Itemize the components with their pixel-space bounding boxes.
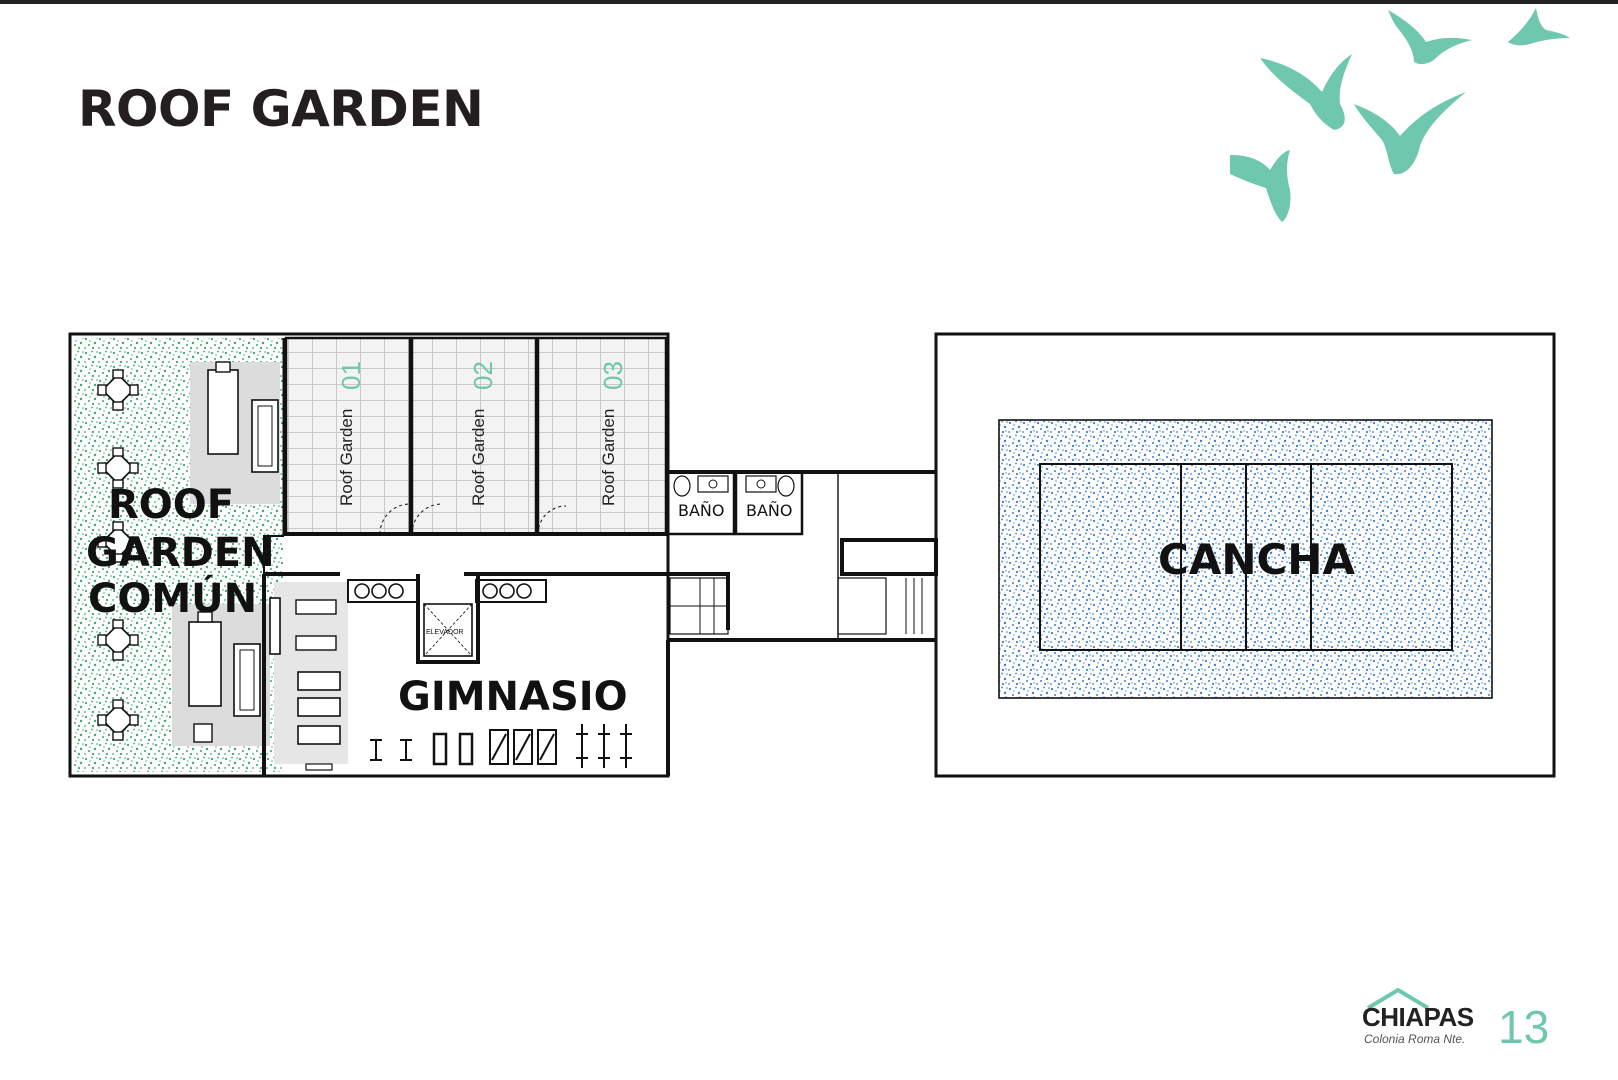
label-elevador: ELEVADOR	[426, 629, 464, 636]
right-building	[934, 332, 1556, 778]
number-roof-garden-03: 03	[598, 361, 628, 390]
left-building	[68, 332, 938, 778]
bird-4	[1388, 10, 1472, 65]
house-roof-icon	[1366, 988, 1430, 1010]
birds-illustration	[1230, 8, 1570, 222]
label-roof-garden-02: Roof Garden	[469, 409, 488, 506]
label-roof-garden-comun-line3: COMÚN	[88, 574, 257, 622]
brand-subtitle: Colonia Roma Nte.	[1364, 1032, 1466, 1046]
bird-2	[1230, 150, 1291, 222]
number-roof-garden-01: 01	[336, 361, 366, 390]
top-border	[0, 0, 1618, 4]
label-cancha: CANCHA	[1158, 535, 1355, 584]
number-roof-garden-02: 02	[468, 361, 498, 390]
label-bano-1: BAÑO	[678, 501, 724, 520]
page-number: 13	[1498, 1001, 1550, 1053]
brand-logo: CHIAPAS Colonia Roma Nte. 13	[1362, 988, 1552, 1058]
label-bano-2: BAÑO	[746, 501, 792, 520]
bird-1	[1260, 54, 1352, 130]
page-title: ROOF GARDEN	[78, 80, 484, 138]
label-roof-garden-01: Roof Garden	[337, 409, 356, 506]
label-roof-garden-comun-line2: GARDEN	[86, 530, 275, 576]
gym-equipment	[370, 724, 632, 768]
brand-name: CHIAPAS	[1362, 1002, 1474, 1032]
bird-3	[1354, 92, 1466, 175]
label-roof-garden-03: Roof Garden	[599, 409, 618, 506]
bird-5	[1508, 8, 1570, 46]
label-roof-garden-comun-line1: ROOF	[108, 482, 234, 528]
label-gimnasio: GIMNASIO	[398, 674, 628, 720]
